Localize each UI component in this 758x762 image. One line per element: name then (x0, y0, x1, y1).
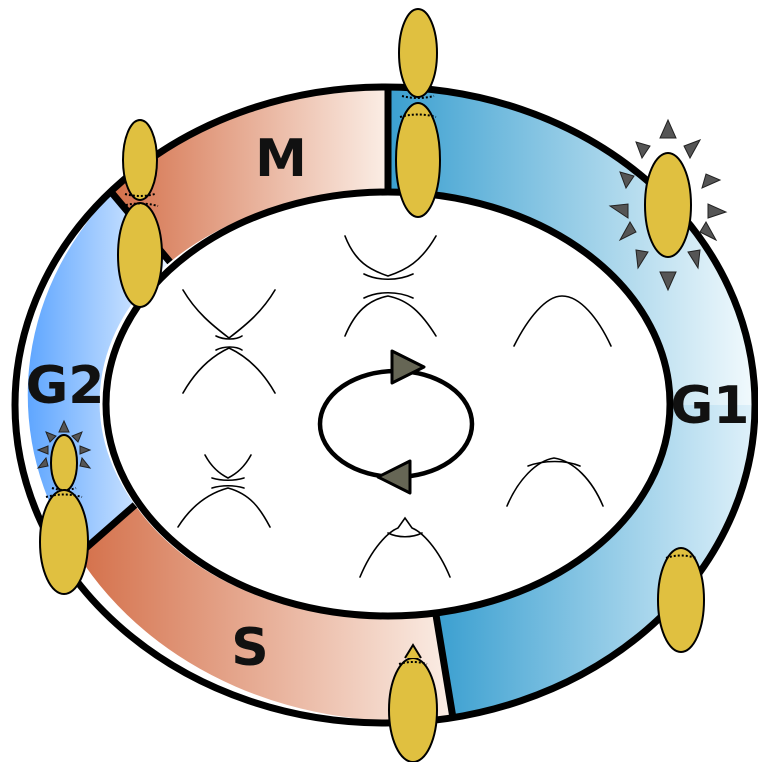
yeast-cell-icon (657, 547, 705, 653)
signal-burst-icon (608, 118, 728, 292)
divider-g1-s (432, 614, 457, 719)
phase-label-g2: G2 (26, 356, 105, 416)
bud-sketch-icon (177, 454, 271, 528)
bud-sketch-icon (182, 289, 276, 394)
cells-layer (39, 8, 705, 762)
cycle-arrows-icon (317, 349, 475, 495)
yeast-cell-dividing-icon (39, 434, 89, 595)
bud-sketch-icon (506, 457, 604, 507)
yeast-cell-signaling-icon (644, 152, 692, 258)
bud-sketch-icon (513, 295, 612, 347)
phase-segment-m (112, 86, 388, 262)
phase-segment-g1-bottom (436, 405, 756, 718)
bud-sketch-icon (359, 516, 451, 578)
yeast-cell-budding-icon (388, 643, 438, 762)
ring-inner-outline (102, 188, 674, 620)
yeast-cell-dividing-icon (117, 119, 163, 308)
yeast-cell-dividing-icon (395, 8, 441, 218)
phase-label-s: S (231, 618, 268, 678)
phase-label-g1: G1 (671, 376, 750, 436)
signal-burst-icon (36, 419, 92, 469)
phase-segment-g1-top (388, 87, 755, 405)
phase-label-m: M (255, 129, 307, 189)
bud-sketch-icon (344, 235, 437, 337)
phase-segment-s (78, 505, 453, 721)
